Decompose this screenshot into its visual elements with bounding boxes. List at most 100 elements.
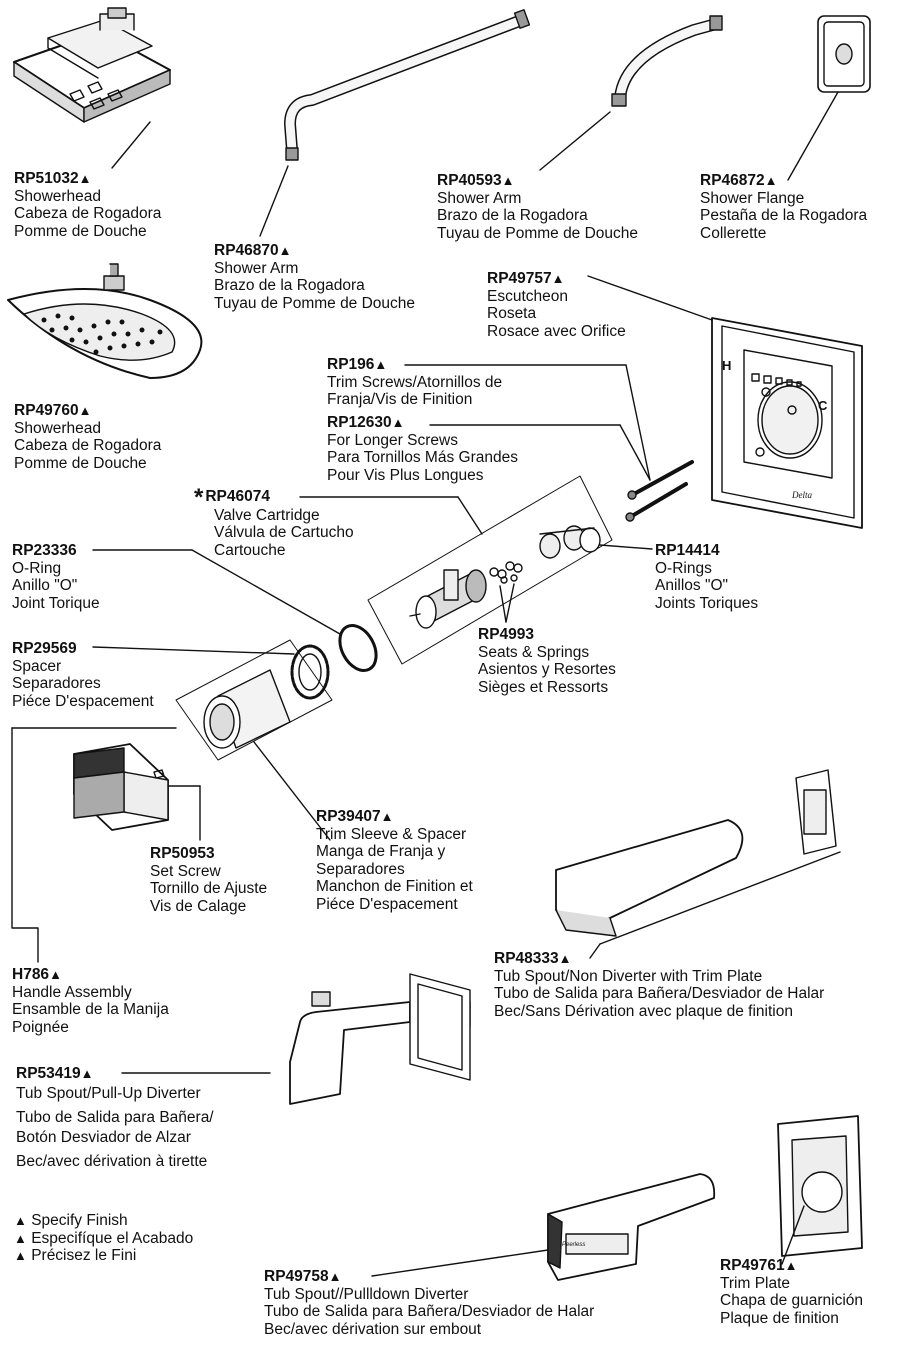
- finish-marker-icon: ▲: [278, 243, 292, 258]
- part-desc-en: Seats & Springs: [478, 643, 590, 661]
- part-desc-es: Tubo de Salida para Bañera/Desviador de …: [264, 1303, 595, 1320]
- part-desc-fr: Piéce D'espacement: [12, 692, 154, 710]
- part-desc-fr: Bec/avec dérivation à tirette: [16, 1153, 208, 1170]
- label-rp51032: RP51032▲ Showerhead Cabeza de Rogadora P…: [14, 170, 161, 240]
- part-desc-en: Tub Spout/Pull-Up Diverter: [16, 1084, 201, 1102]
- part-desc-en: Set Screw: [150, 862, 221, 880]
- leader-line: [625, 364, 651, 481]
- svg-text:Delta: Delta: [791, 490, 812, 500]
- finish-marker-icon: ▲: [78, 403, 92, 418]
- part-number: RP46872: [700, 172, 765, 189]
- tub-spout-pulldown-drawing: [547, 1173, 716, 1281]
- part-desc-es: Tubo de Salida para Bañera/Desviador de …: [494, 985, 825, 1002]
- part-desc-fr: Pomme de Douche: [14, 222, 147, 240]
- trim-plate-drawing: [777, 1115, 863, 1257]
- finish-marker-icon: ▲: [501, 173, 515, 188]
- leader-line: [787, 91, 839, 181]
- trim-sleeve-drawing: [203, 669, 291, 749]
- finish-marker-icon: ▲: [391, 415, 405, 430]
- finish-marker-icon: ▲: [49, 967, 62, 982]
- part-desc-en: Trim Plate: [720, 1274, 791, 1292]
- part-number: RP49760: [14, 402, 79, 419]
- legend-line-es: Especifíque el Acabado: [31, 1229, 194, 1247]
- label-rp53419: RP53419▲ Tub Spout/Pull-Up Diverter Tubo…: [16, 1064, 214, 1172]
- part-desc-es: Cabeza de Rogadora: [14, 437, 162, 454]
- leader-line: [253, 741, 331, 841]
- finish-marker-icon: ▲: [784, 1258, 798, 1273]
- label-rp46870: RP46870▲ Shower Arm Brazo de la Rogadora…: [214, 242, 415, 312]
- leader-line: [599, 544, 653, 550]
- square-showerhead-drawing: [13, 7, 171, 123]
- part-number: RP49757: [487, 270, 552, 287]
- part-number: RP29569: [12, 640, 77, 657]
- o-ring-drawing: [338, 624, 378, 672]
- part-desc-fr: Tuyau de Pomme de Douche: [214, 294, 416, 312]
- label-rp48333: RP48333▲ Tub Spout/Non Diverter with Tri…: [494, 950, 824, 1020]
- part-desc-es: Tubo de Salida para Bañera/: [16, 1109, 214, 1126]
- part-desc-fr: Bec/Sans Dérivation avec plaque de finit…: [494, 1002, 793, 1020]
- label-rp39407: RP39407▲ Trim Sleeve & Spacer Manga de F…: [316, 808, 473, 913]
- part-desc-en: Tub Spout/Non Diverter with Trim Plate: [494, 967, 763, 985]
- part-desc-es: Roseta: [487, 305, 537, 322]
- svg-text:Peerless: Peerless: [562, 1242, 585, 1248]
- asterisk-icon: *: [194, 484, 204, 511]
- part-desc-en: O-Rings: [655, 559, 712, 577]
- part-number: RP50953: [150, 845, 215, 862]
- leader-line: [599, 851, 841, 945]
- part-desc-es: Pestaña de la Rogadora: [700, 207, 868, 224]
- leader-line: [457, 496, 483, 535]
- short-shower-arm-drawing: [611, 15, 723, 107]
- part-desc-fr: Sièges et Ressorts: [478, 678, 609, 696]
- finish-legend: ▲ Specify Finish ▲ Especifíque el Acabad…: [14, 1212, 193, 1265]
- part-desc-line: Piéce D'espacement: [316, 895, 458, 913]
- part-desc-fr: Poignée: [12, 1018, 69, 1036]
- label-rp196: RP196▲ Trim Screws/Atornillos de Franja/…: [327, 356, 502, 409]
- finish-marker-icon: ▲: [14, 1230, 27, 1246]
- part-desc-es: Ensamble de la Manija: [12, 1001, 169, 1018]
- part-desc-es: Cabeza de Rogadora: [14, 205, 162, 222]
- finish-marker-icon: ▲: [551, 271, 565, 286]
- part-desc-line: Separadores: [316, 860, 405, 878]
- finish-marker-icon: ▲: [328, 1269, 342, 1284]
- part-number: RP14414: [655, 542, 720, 559]
- part-desc-es: Para Tornillos Más Grandes: [327, 449, 518, 466]
- assembly-outline: [367, 475, 613, 665]
- leader-line: [587, 275, 713, 321]
- part-number: RP40593: [437, 172, 502, 189]
- label-rp12630: RP12630▲ For Longer Screws Para Tornillo…: [327, 414, 518, 484]
- finish-marker-icon: ▲: [78, 171, 92, 186]
- part-desc-es: Válvula de Cartucho: [214, 524, 354, 541]
- label-rp29569: RP29569 Spacer Separadores Piéce D'espac…: [12, 640, 154, 710]
- label-rp49760: RP49760▲ Showerhead Cabeza de Rogadora P…: [14, 402, 161, 472]
- part-desc-fr: Bec/avec dérivation sur embout: [264, 1320, 482, 1338]
- leader-line: [11, 727, 39, 963]
- part-desc-es-2: Botón Desviador de Alzar: [16, 1128, 191, 1146]
- part-desc-es: Anillo "O": [12, 577, 78, 594]
- finish-marker-icon: ▲: [380, 809, 394, 824]
- part-number: RP46870: [214, 242, 279, 259]
- leader-line: [589, 943, 601, 959]
- part-number: H786: [12, 966, 50, 983]
- finish-marker-icon: ▲: [764, 173, 778, 188]
- part-desc-en: Spacer: [12, 657, 62, 675]
- part-desc-en: Escutcheon: [487, 287, 568, 305]
- label-rp50953: RP50953 Set Screw Tornillo de Ajuste Vis…: [150, 845, 267, 915]
- part-desc-es: Separadores: [12, 675, 101, 692]
- part-desc-en: O-Ring: [12, 559, 62, 577]
- label-rp46074: *RP46074 Valve Cartridge Válvula de Cart…: [194, 486, 354, 559]
- finish-marker-icon: ▲: [14, 1213, 27, 1228]
- finish-marker-icon: ▲: [374, 357, 388, 372]
- label-rp4993: RP4993 Seats & Springs Asientos y Resort…: [478, 626, 616, 696]
- part-number: RP49758: [264, 1268, 329, 1285]
- leader-line: [619, 424, 651, 481]
- part-number: RP4993: [478, 626, 535, 643]
- shower-flange-drawing: [817, 15, 871, 93]
- part-desc-line: Manga de Franja y: [316, 843, 446, 860]
- o-rings-drawing: [539, 525, 601, 559]
- part-number: RP39407: [316, 808, 381, 825]
- part-desc-en: Showerhead: [14, 419, 102, 437]
- label-rp14414: RP14414 O-Rings Anillos "O" Joints Toriq…: [655, 542, 758, 612]
- part-number: RP23336: [12, 542, 77, 559]
- label-rp46872: RP46872▲ Shower Flange Pestaña de la Rog…: [700, 172, 867, 242]
